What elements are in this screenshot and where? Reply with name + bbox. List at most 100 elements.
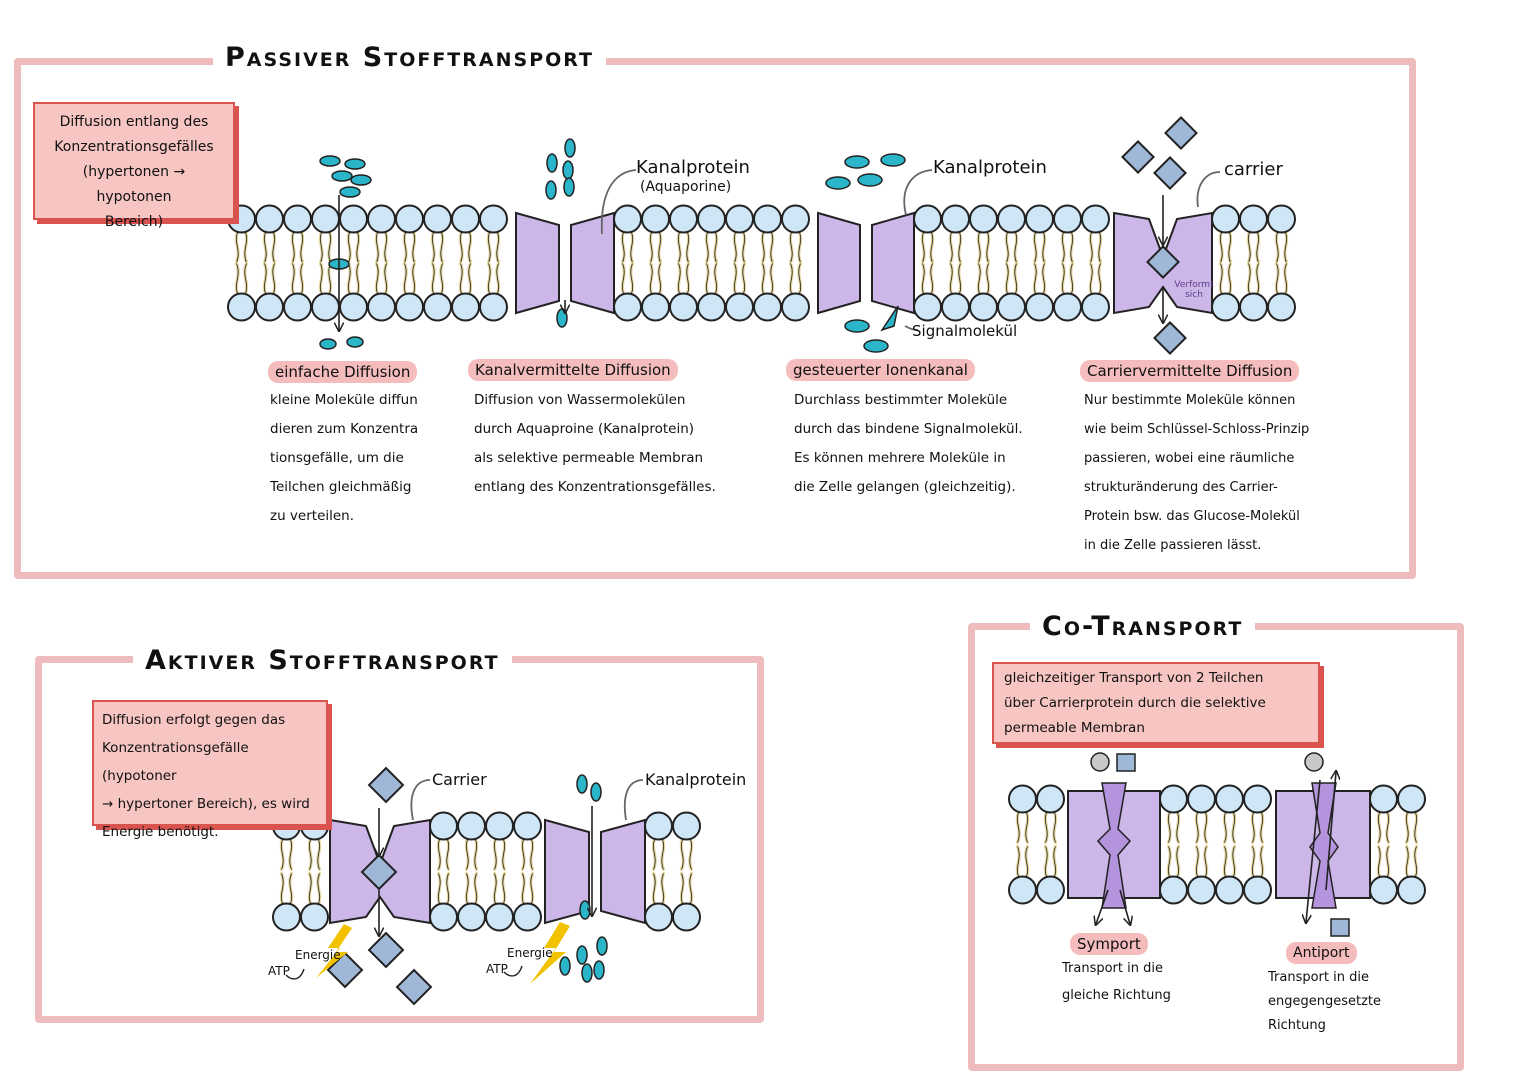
ion-molecule	[596, 936, 608, 956]
lipid-tail-outline	[733, 263, 746, 294]
lipid-tail-outline	[1251, 812, 1264, 843]
lipid-tail-outline	[1089, 232, 1102, 263]
label-antiport: Antiport	[1286, 942, 1357, 964]
lipid-tail-outline	[493, 873, 506, 904]
lipid-tail-outline	[1275, 232, 1288, 263]
signal-molecule	[880, 305, 899, 332]
lipid-tail-outline	[949, 232, 962, 263]
phospholipid-head	[429, 811, 458, 841]
phospholipid-head	[423, 292, 452, 322]
lipid-tail-outline	[1377, 846, 1390, 877]
lipid-tail-outline	[677, 232, 690, 263]
lipid-tail-outline	[1219, 263, 1232, 294]
phospholipid-head	[1081, 292, 1110, 322]
lipid-tail-outline	[1167, 846, 1180, 877]
phospholipid-head	[1008, 784, 1037, 814]
leader-line	[600, 169, 637, 235]
water-molecule	[562, 160, 574, 180]
phospholipid-head	[457, 811, 486, 841]
energie-annotation-2: Energie	[507, 946, 553, 960]
small-molecule	[344, 158, 366, 170]
channel-protein-half	[600, 818, 646, 925]
phospholipid-head	[997, 204, 1026, 234]
phospholipid-head	[1215, 784, 1244, 814]
lipid-tail-outline	[1219, 232, 1232, 263]
lipid-tail-outline	[280, 873, 293, 904]
lipid-tail-outline	[291, 263, 304, 294]
passive-note: Diffusion entlang des Konzentrationsgefä…	[33, 102, 235, 230]
lipid-tail-outline	[1016, 846, 1029, 877]
glucose-molecule	[1153, 156, 1187, 190]
lipid-tail-outline	[431, 263, 444, 294]
desc-line: durch das bindene Signalmolekül.	[794, 421, 1023, 437]
leader-line	[903, 169, 933, 216]
co-note-line: über Carrierprotein durch die selektive	[1004, 695, 1266, 711]
lipid-tail-outline	[1033, 232, 1046, 263]
lipid-tail-outline	[521, 839, 534, 870]
lipid-tail-outline	[977, 232, 990, 263]
energie-annotation-1: Energie	[295, 948, 341, 962]
lipid-tail-outline	[977, 263, 990, 294]
lipid-tail-outline	[263, 232, 276, 263]
channel-protein-half	[871, 211, 915, 315]
phospholipid-head	[457, 902, 486, 932]
aquaporine-annotation: (Aquaporine)	[640, 179, 732, 195]
phospholipid-head	[941, 204, 970, 234]
lipid-tail-outline	[761, 232, 774, 263]
lipid-tail-outline	[319, 232, 332, 263]
phospholipid-head	[1187, 875, 1216, 905]
desc-line: zu verteilen.	[270, 508, 355, 524]
phospholipid-head	[1008, 875, 1037, 905]
passive-note-line: Bereich)	[104, 214, 164, 230]
phospholipid-head	[339, 204, 368, 234]
desc-line: durch Aquaproine (Kanalprotein)	[474, 421, 695, 437]
phospholipid-head	[1211, 204, 1240, 234]
label-symport: Symport	[1070, 933, 1148, 955]
leader-line	[1196, 171, 1221, 208]
energy-bolt	[530, 922, 570, 984]
lipid-tail-outline	[652, 839, 665, 870]
leader-line	[623, 779, 644, 821]
active-note-line: Diffusion erfolgt gegen das	[102, 712, 286, 728]
glucose-molecule	[1164, 116, 1198, 150]
desc-line: Transport in die	[1268, 970, 1369, 985]
lipid-tail-outline	[308, 839, 321, 870]
small-molecule	[339, 186, 361, 198]
passive-transport-title: Passiver Stofftransport	[213, 43, 607, 73]
phospholipid-head	[255, 292, 284, 322]
small-molecule	[331, 170, 353, 182]
active-note: Diffusion erfolgt gegen das Konzentratio…	[92, 700, 328, 840]
lipid-tail-outline	[1377, 812, 1390, 843]
phospholipid-head	[753, 292, 782, 322]
molecule-diamond	[360, 853, 398, 891]
phospholipid-head	[479, 292, 508, 322]
atp-curve	[503, 965, 523, 977]
lipid-tail-outline	[459, 232, 472, 263]
water-molecule	[564, 138, 576, 158]
lipid-tail-outline	[347, 263, 360, 294]
phospholipid-head	[913, 292, 942, 322]
lipid-tail-outline	[1247, 232, 1260, 263]
lipid-tail-outline	[1405, 812, 1418, 843]
small-molecule	[346, 336, 364, 348]
phospholipid-head	[781, 292, 810, 322]
leader-line	[410, 779, 431, 821]
desc-line: Teilchen gleichmäßig	[270, 479, 412, 495]
phospholipid-head	[1243, 875, 1272, 905]
phospholipid-head	[1369, 784, 1398, 814]
channel-protein-half	[817, 211, 861, 315]
phospholipid-head	[753, 204, 782, 234]
lipid-tail-outline	[1167, 812, 1180, 843]
lipid-tail-outline	[521, 873, 534, 904]
phospholipid-head	[725, 292, 754, 322]
phospholipid-head	[423, 204, 452, 234]
phospholipid-head	[1053, 292, 1082, 322]
lipid-tail-outline	[347, 232, 360, 263]
phospholipid-head	[283, 204, 312, 234]
phospholipid-head	[429, 902, 458, 932]
lipid-tail-outline	[789, 232, 802, 263]
ion-molecule	[590, 782, 602, 802]
antiport-arrow	[1325, 772, 1336, 891]
phospholipid-head	[311, 204, 340, 234]
lipid-tail-outline	[621, 263, 634, 294]
